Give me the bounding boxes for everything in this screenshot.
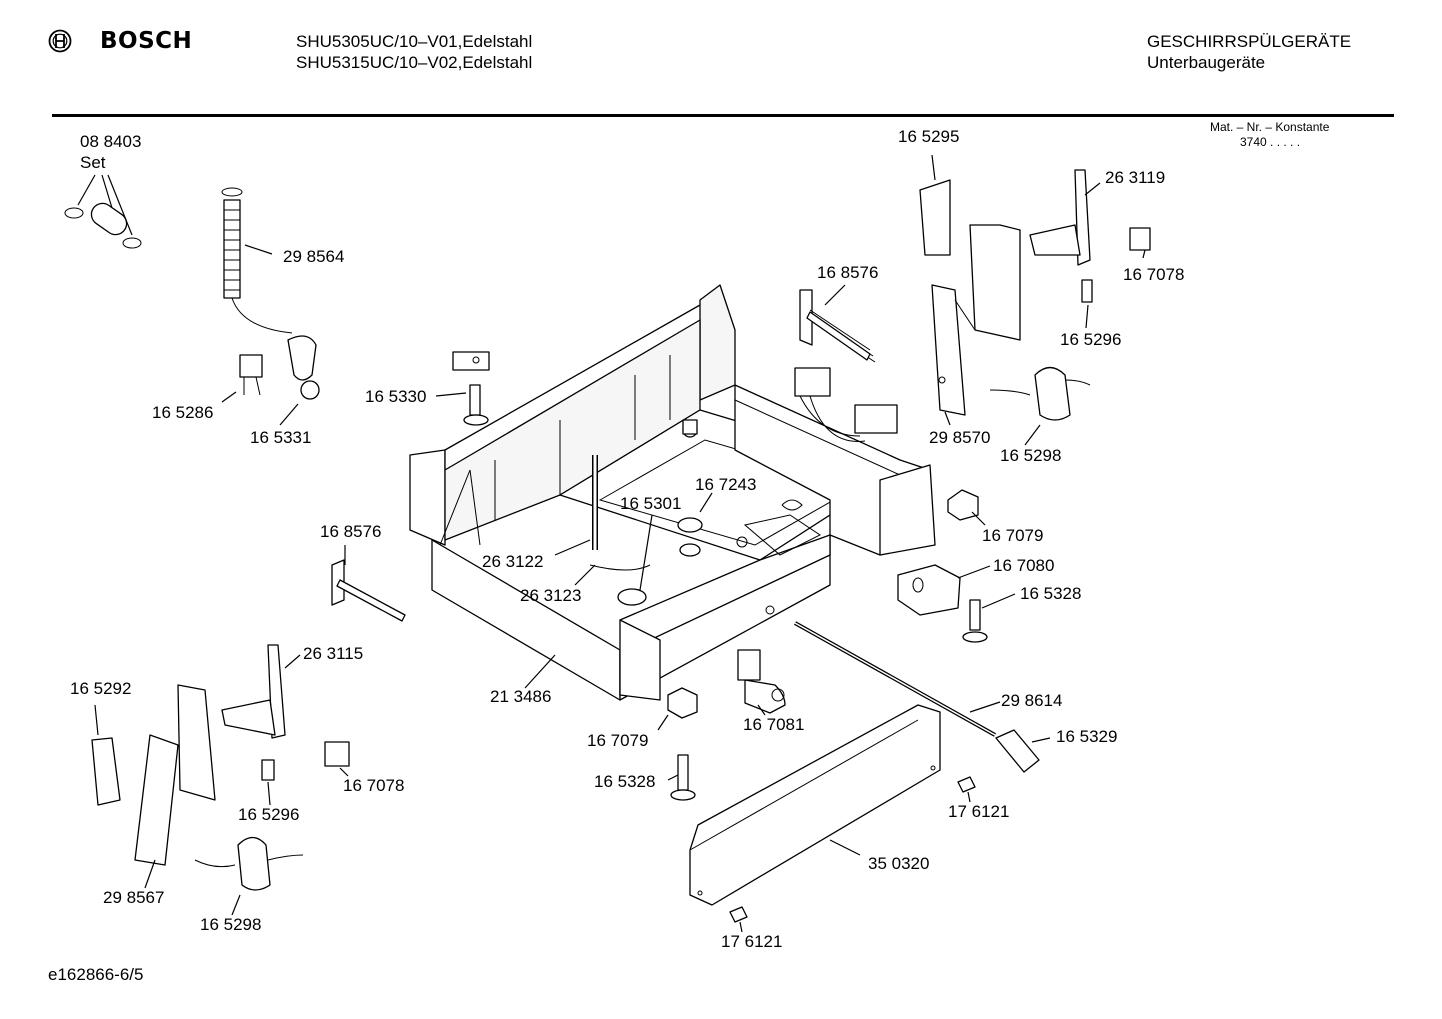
part-label: 29 8614: [1001, 691, 1062, 710]
part-label: 16 5331: [250, 428, 311, 447]
hinge-bracket-left-drawing: [91, 644, 350, 866]
category-subtitle: Unterbaugeräte: [1147, 53, 1266, 72]
part-label: 16 5329: [1056, 727, 1117, 746]
mat-number-label: Mat. – Nr. – Konstante: [1210, 120, 1330, 134]
door-latch-left-drawing: [194, 836, 304, 891]
part-label: 16 7078: [343, 776, 404, 795]
rod-drawing: [794, 621, 1040, 773]
part-label: 16 5296: [1060, 330, 1121, 349]
part-label: 08 8403: [80, 132, 141, 151]
bottom-bracket-drawing: [667, 687, 698, 719]
part-label: 26 3123: [520, 586, 581, 605]
part-label: 16 5328: [1020, 584, 1081, 603]
part-label: 26 3115: [303, 644, 363, 663]
part-label: 16 8576: [320, 522, 381, 541]
part-label: 16 5298: [1000, 446, 1061, 465]
inlet-valve-drawing: [737, 649, 786, 714]
wiring-connectors-drawing: [794, 367, 898, 442]
part-label: 21 3486: [490, 687, 551, 706]
brand-logo: BOSCH: [48, 28, 192, 54]
part-label: 16 5330: [365, 387, 426, 406]
part-label: 16 8576: [817, 263, 878, 282]
small-brackets-right-drawing: [897, 489, 988, 643]
part-label: 16 7079: [982, 526, 1043, 545]
door-latch-right-drawing: [989, 366, 1091, 421]
part-label: 29 8567: [103, 888, 164, 907]
drawing-id: e162866-6/5: [48, 965, 144, 984]
header-divider: [52, 114, 1394, 117]
model-line-1: SHU5305UC/10–V01,Edelstahl: [296, 32, 533, 51]
part-labels: 08 8403 Set 29 8564 16 5286 16 5331 16 5…: [70, 127, 1184, 951]
part-label: 35 0320: [868, 854, 929, 873]
spring-top-drawing: [799, 289, 876, 363]
part-label: 16 7078: [1123, 265, 1184, 284]
category-title: GESCHIRRSPÜLGERÄTE: [1147, 32, 1352, 51]
part-label: 16 5301: [620, 494, 681, 513]
mat-number-value: 3740 . . . . .: [1240, 135, 1301, 149]
part-label: 16 7243: [695, 475, 756, 494]
kick-plate-drawing: [689, 704, 941, 906]
brand-name: BOSCH: [100, 28, 193, 54]
part-label: 29 8564: [283, 247, 344, 266]
bosch-armature-icon: [48, 29, 72, 53]
part-label: 16 5286: [152, 403, 213, 422]
base-frame-drawing: [409, 284, 936, 701]
part-label: 16 5298: [200, 915, 261, 934]
part-label: 16 5292: [70, 679, 131, 698]
part-label: 17 6121: [948, 802, 1009, 821]
part-label: 16 7079: [587, 731, 648, 750]
part-label: 26 3119: [1105, 168, 1165, 187]
clamp-set-drawing: [64, 202, 142, 249]
model-line-2: SHU5315UC/10–V02,Edelstahl: [296, 53, 533, 72]
part-label: 16 5296: [238, 805, 299, 824]
spring-left-drawing: [331, 559, 406, 622]
leader-lines: [77, 154, 1146, 933]
mounting-bolt-drawing: [452, 351, 490, 426]
support-bolt-drawing: [670, 754, 696, 801]
part-label: 16 5328: [594, 772, 655, 791]
part-label: 26 3122: [482, 552, 543, 571]
drain-hose-drawing: [221, 187, 320, 400]
part-label: 16 7080: [993, 556, 1054, 575]
part-label: 16 7081: [743, 715, 804, 734]
part-label: Set: [80, 153, 106, 172]
screws-drawing: [729, 776, 976, 923]
part-label: 16 5295: [898, 127, 959, 146]
part-label: 17 6121: [721, 932, 782, 951]
part-label: 29 8570: [929, 428, 990, 447]
hose-clip-drawing: [239, 354, 263, 396]
